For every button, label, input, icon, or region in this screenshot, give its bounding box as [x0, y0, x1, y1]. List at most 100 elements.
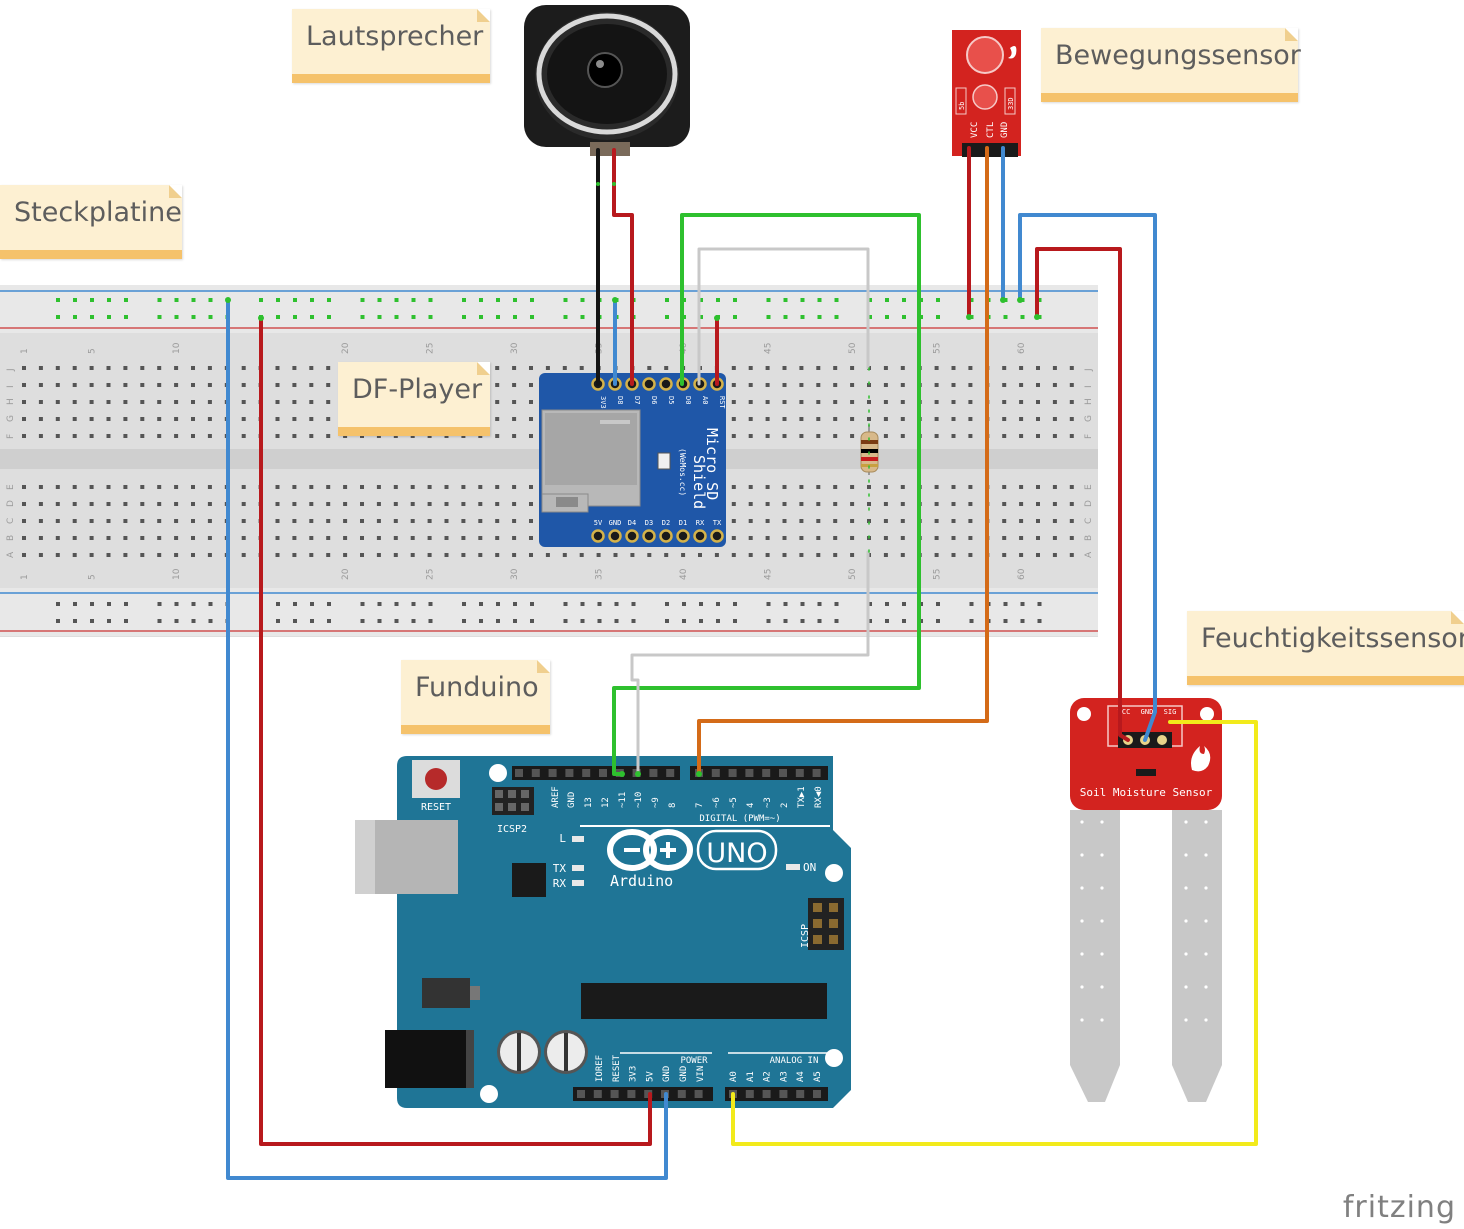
bb-column-number-bottom: 10	[172, 568, 182, 580]
arduino-digital-label: DIGITAL (PWM=~)	[699, 814, 780, 824]
wire-green	[612, 213, 921, 776]
dfplayer-top-pin-label: 3V3	[599, 396, 607, 409]
motion-side-left: 5b	[958, 102, 966, 110]
bb-row-letter: A	[6, 551, 16, 558]
bb-column-number-bottom: 60	[1017, 568, 1027, 580]
arduino-digital-pin-label: 2	[780, 803, 790, 808]
bb-row-letter: C	[1084, 518, 1094, 524]
arduino-digital-pin-label: 4	[746, 803, 756, 808]
dfplayer-bottom-pin-label: D1	[679, 519, 687, 527]
bb-row-letter: E	[1084, 484, 1094, 490]
arduino-on-label: ON	[803, 861, 816, 874]
bb-column-number-bottom: 30	[510, 568, 520, 580]
bb-row-letter: H	[6, 398, 16, 405]
arduino-analog-pin-label: A1	[746, 1071, 756, 1082]
arduino-analog-pin-label: A3	[779, 1071, 789, 1082]
breadboard: 1155101020202525303035354040454550505555…	[0, 285, 1098, 637]
bb-row-letter: H	[1084, 398, 1094, 405]
bb-row-letter: D	[1084, 500, 1094, 507]
bb-row-letter: F	[6, 434, 16, 439]
note-humidity-sensor: Feuchtigkeitssensor	[1187, 611, 1464, 685]
arduino-digital-pin-label: GND	[567, 792, 577, 808]
dfplayer-top-pin-label: D8	[616, 396, 624, 404]
arduino-power-pin-label: 3V3	[629, 1066, 639, 1082]
dfplayer-bottom-pad	[608, 529, 622, 543]
arduino-model: UNO	[706, 838, 767, 869]
arduino-power-pin-label: RESET	[612, 1054, 622, 1082]
note-dfplayer: DF-Player	[338, 362, 490, 436]
bb-row-letter: B	[6, 535, 16, 541]
arduino-reset-label: RESET	[421, 802, 451, 813]
dfplayer-bottom-pin-label: D4	[628, 519, 636, 527]
motion-pin-ctl: CTL	[986, 122, 996, 138]
bb-column-number-top: 5	[88, 348, 98, 354]
bb-column-number-top: 20	[341, 342, 351, 354]
bb-column-number-top: 50	[848, 342, 858, 354]
bb-column-number-top: 55	[933, 343, 943, 354]
dfplayer-bottom-pin-label: 5V	[594, 519, 603, 527]
arduino-digital-pin-label: RX◀0	[814, 786, 824, 808]
bb-row-letter: E	[6, 484, 16, 490]
bb-row-letter: A	[1084, 551, 1094, 558]
arduino-digital-pin-label: AREF	[551, 786, 561, 808]
bb-column-number-bottom: 5	[88, 574, 98, 580]
dfplayer-subtitle: Shield	[690, 455, 708, 509]
dfplayer-bottom-pin-label: D2	[662, 519, 670, 527]
dfplayer-bottom-pin-label: D3	[645, 519, 653, 527]
dfplayer-bottom-pad	[693, 529, 707, 543]
bb-column-number-bottom: 20	[341, 568, 351, 580]
bb-column-number-bottom: 25	[426, 569, 436, 580]
arduino-digital-pin-label: ~10	[634, 792, 644, 808]
arduino-power-label: POWER	[680, 1056, 708, 1066]
bb-column-number-bottom: 40	[679, 568, 689, 580]
arduino-digital-pin-label: ~3	[763, 797, 773, 808]
arduino-power-pin-label: VIN	[696, 1066, 706, 1082]
arduino-analog-label: ANALOG IN	[770, 1056, 819, 1066]
dfplayer-top-pin-label: D5	[667, 396, 675, 404]
bb-row-letter: D	[6, 500, 16, 507]
wire-soil-sig	[731, 720, 1258, 1146]
dfplayer-top-pin-label: A0	[701, 396, 709, 404]
bb-row-letter: C	[6, 518, 16, 524]
arduino-digital-pin-label: ~9	[651, 797, 661, 808]
wire-gray-a	[697, 247, 870, 386]
dfplayer-bottom-pin-label: TX	[713, 519, 722, 527]
bb-column-number-top: 60	[1017, 342, 1027, 354]
dfplayer-top-pad	[642, 377, 656, 391]
bb-column-number-bottom: 1	[20, 574, 30, 580]
arduino-icsp2-label: ICSP2	[497, 824, 527, 835]
arduino-power-pin-label: IOREF	[595, 1055, 605, 1082]
wire-gray-b	[630, 550, 870, 776]
motion-pin-gnd: GND	[1000, 122, 1010, 138]
wire-endpoints	[225, 182, 1040, 777]
bb-column-number-bottom: 45	[764, 569, 774, 580]
dfplayer-bottom-pin-label: GND	[609, 519, 622, 527]
arduino-analog-pin-label: A0	[729, 1071, 739, 1082]
soil-pin-sig: SIG	[1164, 708, 1177, 716]
bb-column-number-top: 25	[426, 343, 436, 354]
soil-pin-vcc: VCC	[1118, 708, 1131, 716]
dfplayer-title: Micro SD	[703, 428, 721, 500]
bb-row-letter: G	[1084, 415, 1094, 422]
arduino-digital-pin-label: ~11	[618, 792, 628, 808]
arduino-digital-pin-label: ~5	[729, 797, 739, 808]
bb-column-number-top: 30	[510, 342, 520, 354]
wire-soil-gnd	[1018, 213, 1157, 742]
arduino-power-pin-label: GND	[662, 1066, 672, 1082]
arduino-digital-pin-label: TX▶1	[797, 786, 807, 808]
arduino-digital-pin-label: 8	[668, 803, 678, 808]
soil-sensor-title: Soil Moisture Sensor	[1080, 786, 1213, 799]
dfplayer-maker: (WeMos.cc)	[678, 448, 687, 496]
arduino-uno-board	[355, 756, 851, 1108]
bb-row-letter: B	[1084, 535, 1094, 541]
motion-sensor	[952, 30, 1021, 157]
sparkfun-flame-icon	[1008, 46, 1017, 59]
bb-row-letter: F	[1084, 434, 1094, 439]
arduino-digital-pin-label: 7	[695, 803, 705, 808]
arduino-power-pin-label: GND	[679, 1066, 689, 1082]
dfplayer-bottom-pad	[642, 529, 656, 543]
bb-row-letter: I	[6, 385, 16, 388]
note-speaker: Lautsprecher	[292, 9, 490, 83]
bb-column-number-top: 45	[764, 343, 774, 354]
